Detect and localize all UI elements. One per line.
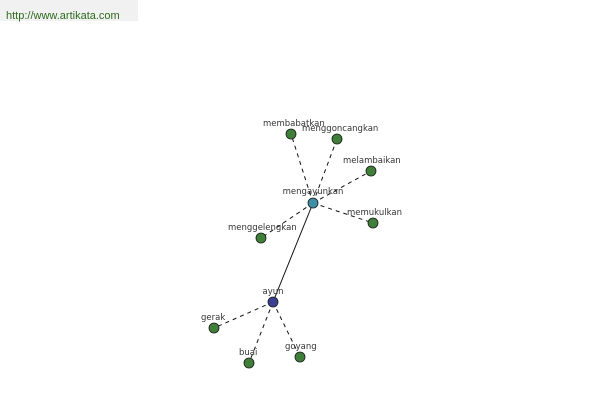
source-url-bar: http://www.artikata.com (0, 0, 138, 22)
node-label-menggelengkan[interactable]: menggelengkan (228, 223, 297, 233)
edge-mengayunkan-melambaikan (312, 170, 372, 204)
node-marker-memukulkan[interactable] (367, 217, 379, 229)
node-menggoncangkan[interactable]: menggoncangkan (302, 124, 378, 145)
node-membabatkan[interactable]: membabatkan (263, 119, 325, 140)
node-marker-menggelengkan[interactable] (255, 232, 267, 244)
node-label-ayun[interactable]: ayun (262, 287, 283, 297)
edges-layer (213, 133, 374, 364)
node-label-buai[interactable]: buai (239, 348, 257, 358)
node-label-gerak[interactable]: gerak (201, 313, 225, 323)
node-label-mengayunkan[interactable]: mengayunkan (283, 187, 344, 197)
node-melambaikan[interactable]: melambaikan (343, 156, 401, 177)
edge-ayun-goyang (272, 301, 301, 358)
nodes-layer: ayun mengayunkan membabatkanmenggoncangkan… (201, 119, 402, 369)
edge-mengayunkan-memukulkan (312, 202, 374, 224)
source-url[interactable]: http://www.artikata.com (6, 10, 120, 22)
node-label-menggoncangkan[interactable]: menggoncangkan (302, 124, 378, 134)
node-goyang[interactable]: goyang (285, 342, 317, 363)
node-gerak[interactable]: gerak (201, 313, 225, 334)
node-label-melambaikan[interactable]: melambaikan (343, 156, 401, 166)
node-ayun[interactable]: ayun (262, 287, 284, 308)
edge-ayun-gerak (213, 301, 274, 329)
edge-mengayunkan-menggoncangkan (312, 138, 338, 204)
edge-ayun-mengayunkan (272, 202, 314, 303)
node-menggelengkan[interactable]: menggelengkan (228, 223, 297, 244)
node-marker-membabatkan[interactable] (285, 128, 297, 140)
node-marker-melambaikan[interactable] (365, 165, 377, 177)
node-marker-gerak[interactable] (208, 322, 220, 334)
node-marker-mengayunkan[interactable] (307, 197, 319, 209)
edge-ayun-buai (248, 301, 274, 364)
node-marker-buai[interactable] (243, 357, 255, 369)
node-label-membabatkan[interactable]: membabatkan (263, 119, 325, 129)
edge-mengayunkan-menggelengkan (260, 202, 314, 239)
node-buai[interactable]: buai (239, 348, 257, 369)
node-marker-goyang[interactable] (294, 351, 306, 363)
node-mengayunkan[interactable]: mengayunkan (283, 187, 344, 209)
node-marker-ayun[interactable] (267, 296, 279, 308)
node-memukulkan[interactable]: memukulkan (347, 208, 402, 229)
node-label-memukulkan[interactable]: memukulkan (347, 208, 402, 218)
node-label-goyang[interactable]: goyang (285, 342, 317, 352)
node-marker-menggoncangkan[interactable] (331, 133, 343, 145)
